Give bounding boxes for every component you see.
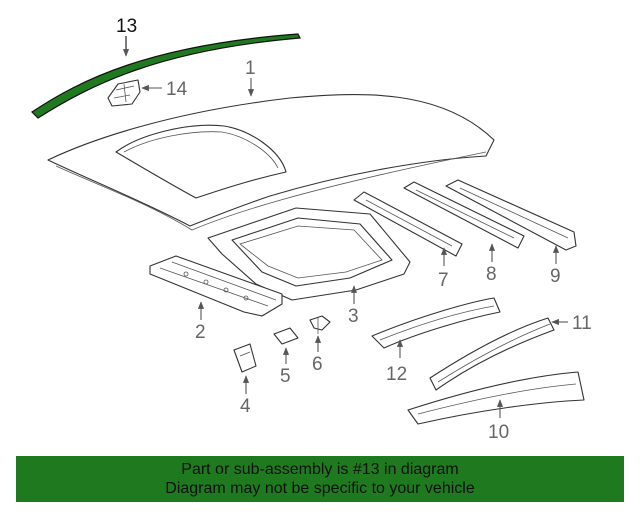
- part-1-roof-panel[interactable]: [47, 94, 495, 231]
- callout-13: 13: [116, 16, 137, 37]
- part-9-rear-header[interactable]: [445, 179, 577, 251]
- part-3-sunroof-frame[interactable]: [207, 207, 411, 301]
- callout-7: 7: [438, 270, 449, 291]
- parts-diagram: 13 14 1 3 2 4 5: [31, 16, 592, 443]
- part-10-outer-side-panel[interactable]: [407, 371, 585, 425]
- callout-8: 8: [486, 264, 497, 285]
- callout-9: 9: [550, 266, 561, 287]
- callout-1: 1: [245, 58, 256, 79]
- part-14-bracket[interactable]: [107, 79, 141, 107]
- callout-3: 3: [348, 306, 359, 327]
- info-banner: Part or sub-assembly is #13 in diagram D…: [16, 456, 624, 502]
- callout-10: 10: [488, 422, 509, 443]
- part-4-bracket[interactable]: [233, 343, 257, 373]
- part-8-roof-bow[interactable]: [403, 181, 525, 249]
- callout-4: 4: [240, 396, 251, 417]
- callout-6: 6: [312, 354, 323, 375]
- callout-12: 12: [386, 364, 407, 385]
- callout-2: 2: [195, 322, 206, 343]
- callout-5: 5: [280, 366, 291, 387]
- part-12-roof-side-rail[interactable]: [371, 297, 501, 349]
- part-5-pad[interactable]: [273, 327, 299, 345]
- part-7-roof-bow[interactable]: [353, 191, 463, 257]
- part-2-front-header[interactable]: [149, 255, 283, 317]
- part-13-roof-molding[interactable]: [31, 33, 301, 119]
- part-11-inner-side-rail[interactable]: [429, 317, 555, 391]
- banner-line-1: Part or sub-assembly is #13 in diagram: [181, 461, 459, 478]
- callout-14: 14: [166, 79, 188, 100]
- callout-11: 11: [572, 313, 592, 334]
- banner-line-2: Diagram may not be specific to your vehi…: [165, 480, 475, 497]
- part-6-clip[interactable]: [309, 315, 331, 334]
